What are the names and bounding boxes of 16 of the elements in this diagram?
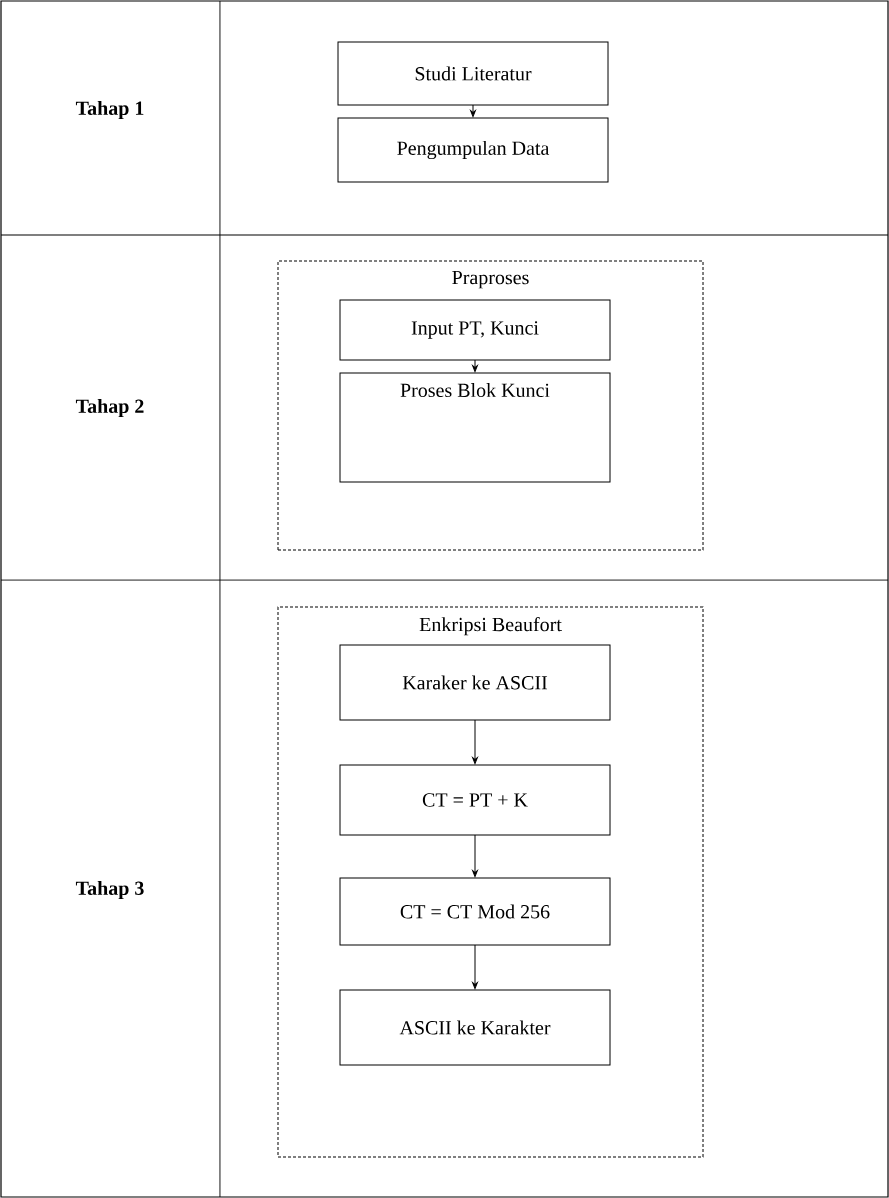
process-box: CT = PT + K <box>339 764 611 836</box>
row-label: Tahap 1 <box>75 100 144 120</box>
process-box: CT = CT Mod 256 <box>339 877 611 946</box>
arrow <box>472 944 478 990</box>
arrow <box>472 359 478 373</box>
row-label: Tahap 2 <box>75 398 144 418</box>
row-label: Tahap 3 <box>75 880 144 900</box>
process-box: Pengumpulan Data <box>337 117 609 183</box>
arrow <box>472 834 478 878</box>
process-box: Studi Literatur <box>337 41 609 106</box>
process-box: Karaker ke ASCII <box>339 644 611 721</box>
process-box: Input PT, Kunci <box>339 299 611 361</box>
arrow <box>470 104 476 118</box>
process-box: Proses Blok Kunci <box>339 372 611 483</box>
arrow <box>472 719 478 765</box>
process-box: ASCII ke Karakter <box>339 989 611 1066</box>
